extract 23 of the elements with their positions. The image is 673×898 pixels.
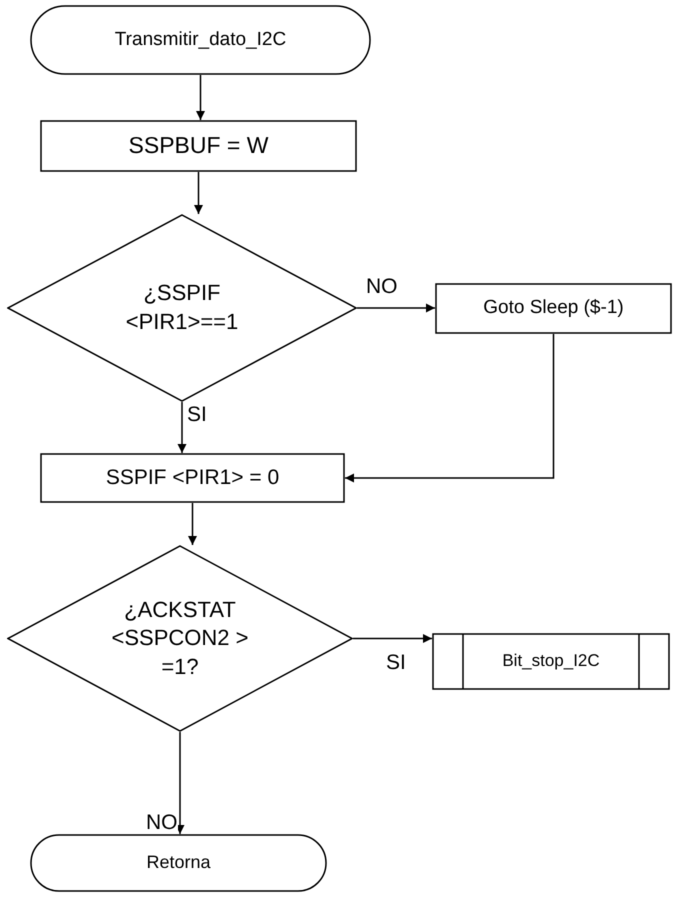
- arrow: [196, 75, 205, 120]
- node-text: ¿ACKSTAT <SSPCON2 > =1?: [110, 596, 250, 681]
- process-box: [40, 120, 357, 172]
- node-text: ¿SSPIF <PIR1>==1: [124, 279, 240, 336]
- decision-diamond: [7, 545, 353, 732]
- node-text: Transmitir_dato_I2C: [114, 28, 286, 52]
- decision-diamond: [7, 214, 357, 402]
- edge-label: NO: [146, 812, 178, 833]
- arrow: [353, 634, 432, 643]
- arrow: [176, 732, 184, 834]
- process-box: [40, 453, 345, 503]
- node-text: SSPIF <PIR1> = 0: [106, 465, 280, 492]
- arrow: [178, 402, 186, 453]
- node-text: Retorna: [146, 851, 211, 874]
- arrow: [188, 503, 197, 545]
- arrow: [194, 172, 203, 214]
- arrow: [345, 334, 554, 482]
- arrow: [357, 304, 435, 312]
- node-text: SSPBUF = W: [128, 131, 268, 160]
- node-text: Goto Sleep ($-1): [483, 296, 624, 320]
- subroutine-box: [432, 633, 670, 690]
- node-text: Bit_stop_I2C: [502, 650, 600, 672]
- process-box: [435, 283, 672, 334]
